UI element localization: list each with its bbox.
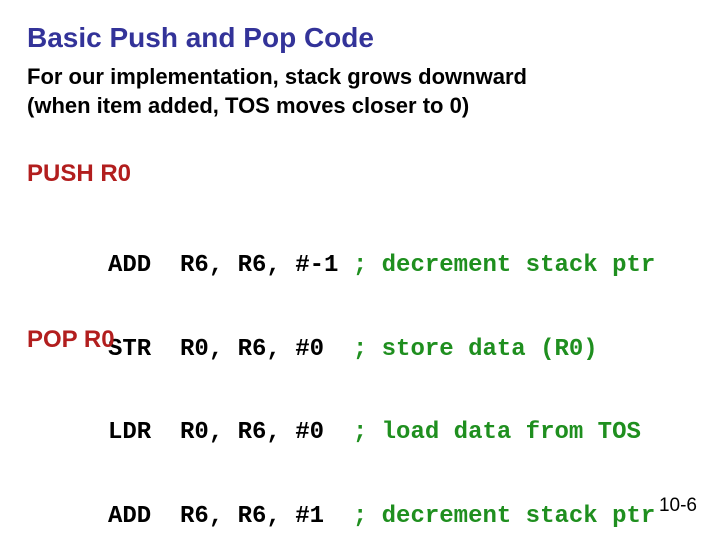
code-line: LDR R0, R6, #0 ; load data from TOS (108, 419, 655, 447)
code-line: STR R0, R6, #0 ; store data (R0) (108, 336, 655, 364)
code-instruction: ADD R6, R6, #-1 (108, 252, 353, 279)
slide-title: Basic Push and Pop Code (27, 22, 374, 53)
pop-code-block: LDR R0, R6, #0 ; load data from TOS ADD … (108, 363, 655, 540)
code-instruction: STR R0, R6, #0 (108, 336, 353, 363)
push-section-heading: PUSH R0 (27, 160, 132, 187)
code-instruction: ADD R6, R6, #1 (108, 503, 353, 530)
code-comment: ; decrement stack ptr (352, 252, 656, 279)
code-comment: ; decrement stack ptr (352, 503, 656, 530)
page-number: 10-6 (658, 495, 697, 516)
code-instruction: LDR R0, R6, #0 (108, 419, 353, 446)
subtitle-line: For our implementation, stack grows down… (27, 64, 527, 89)
code-comment: ; load data from TOS (352, 419, 641, 446)
code-comment: ; store data (R0) (352, 336, 598, 363)
code-line: ADD R6, R6, #1 ; decrement stack ptr (108, 503, 655, 531)
code-line: ADD R6, R6, #-1 ; decrement stack ptr (108, 252, 655, 280)
slide-subtitle: For our implementation, stack grows down… (27, 62, 527, 120)
pop-section-heading: POP R0 (27, 326, 115, 353)
push-code-block: ADD R6, R6, #-1 ; decrement stack ptr ST… (108, 196, 655, 420)
subtitle-line: (when item added, TOS moves closer to 0) (27, 93, 470, 118)
